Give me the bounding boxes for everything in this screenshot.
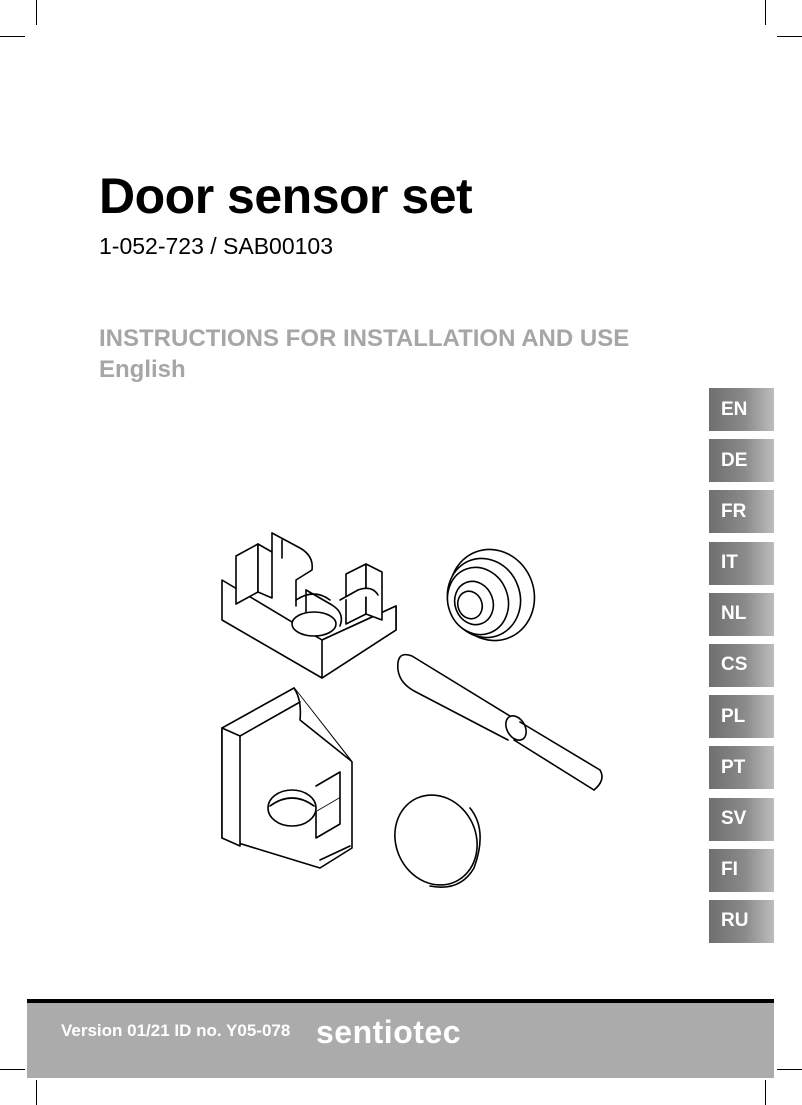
language-label: English [99,356,186,383]
crop-mark-top-right-v [765,0,766,25]
crop-mark-top-left-h [0,36,25,37]
version-id-text: Version 01/21 ID no. Y05-078 [61,1021,291,1040]
product-code: 1-052-723 / SAB00103 [99,233,334,259]
grommet-ring [446,548,536,642]
language-tab-sv[interactable]: SV [709,797,774,841]
reed-sensor-with-cable [396,653,603,791]
language-tab-fr[interactable]: FR [709,490,774,534]
magnet-disc [394,794,481,888]
language-tab-cs[interactable]: CS [709,643,774,687]
crop-mark-top-left-v [36,0,37,25]
language-tab-ru[interactable]: RU [709,899,774,943]
crop-mark-top-right-h [777,36,802,37]
language-tab-list: EN DE FR IT NL CS PL PT SV FI RU [709,388,774,951]
footer-divider [27,999,774,1003]
mounting-bracket-top [221,532,397,679]
crop-mark-bottom-right-h [777,1069,802,1070]
language-tab-de[interactable]: DE [709,439,774,483]
language-tab-pl[interactable]: PL [709,695,774,739]
language-tab-pt[interactable]: PT [709,746,774,790]
language-tab-it[interactable]: IT [709,541,774,585]
brand-logo: sentiotec [316,1014,461,1050]
door-sensor-set-illustration [221,532,603,888]
instructions-heading: INSTRUCTIONS FOR INSTALLATION AND USE [99,325,630,352]
language-tab-en[interactable]: EN [709,388,774,431]
mounting-bracket-bottom [221,687,353,869]
language-tab-nl[interactable]: NL [709,592,774,636]
page-title: Door sensor set [99,168,473,224]
crop-mark-bottom-left-h [0,1069,25,1070]
language-tab-fi[interactable]: FI [709,848,774,892]
footer-bar [27,1003,774,1078]
crop-mark-bottom-right-v [765,1080,766,1105]
crop-mark-bottom-left-v [36,1080,37,1105]
